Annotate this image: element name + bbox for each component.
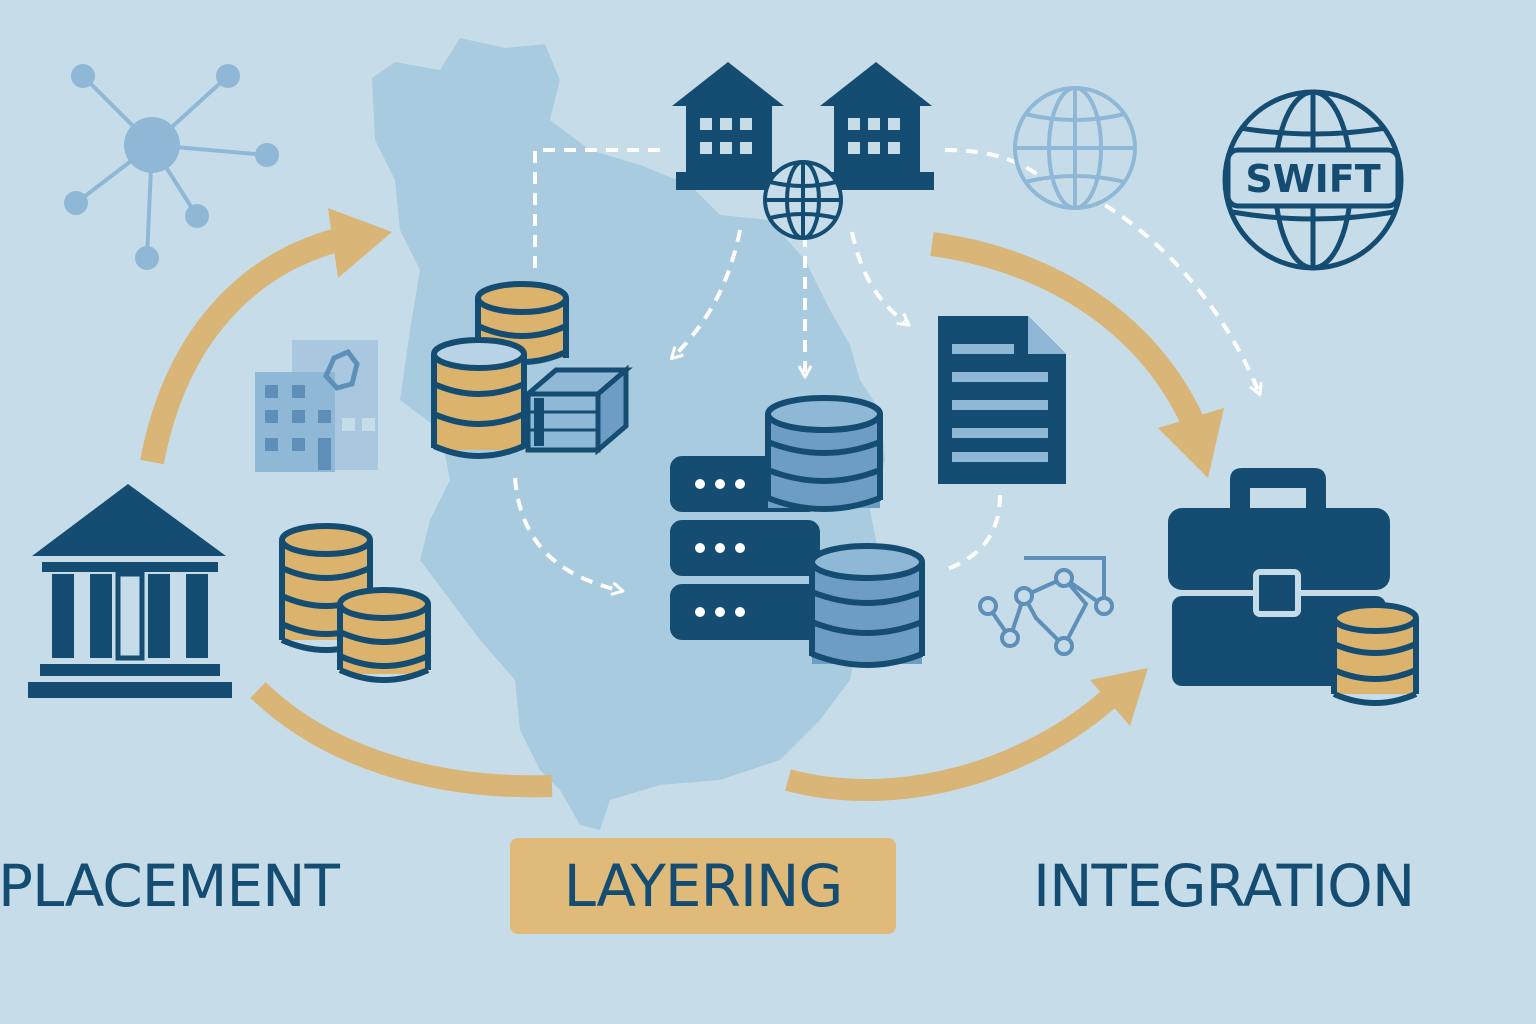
cycle-arrow-bottom-right [785,687,1120,801]
stage-label-placement: PLACEMENT [0,852,340,920]
globe-icon [763,160,843,240]
dashed-flow-lines [513,148,1263,596]
swift-badge-text: SWIFT [1245,157,1380,201]
money-bundle-icon [431,281,633,459]
swift-globe-icon [1222,89,1404,271]
stage-label-layering: LAYERING [510,838,896,934]
globe-outline-icon [1013,86,1137,210]
document-icon [938,316,1066,484]
network-hub-icon [64,64,279,270]
briefcase-icon [1168,468,1419,706]
graph-nodes-icon [978,556,1114,656]
cycle-arrow-placement-to-layering [140,226,348,465]
stage-label-integration: INTEGRATION [1033,852,1415,920]
twin-banks-icon [672,62,934,190]
office-building-icon [255,340,378,472]
coin-stack-icon [279,523,431,683]
database-icon [765,395,925,668]
cycle-arrow-layering-to-integration [930,232,1203,426]
cycle-arrow-bottom-left [250,682,553,798]
bank-icon [28,484,232,698]
